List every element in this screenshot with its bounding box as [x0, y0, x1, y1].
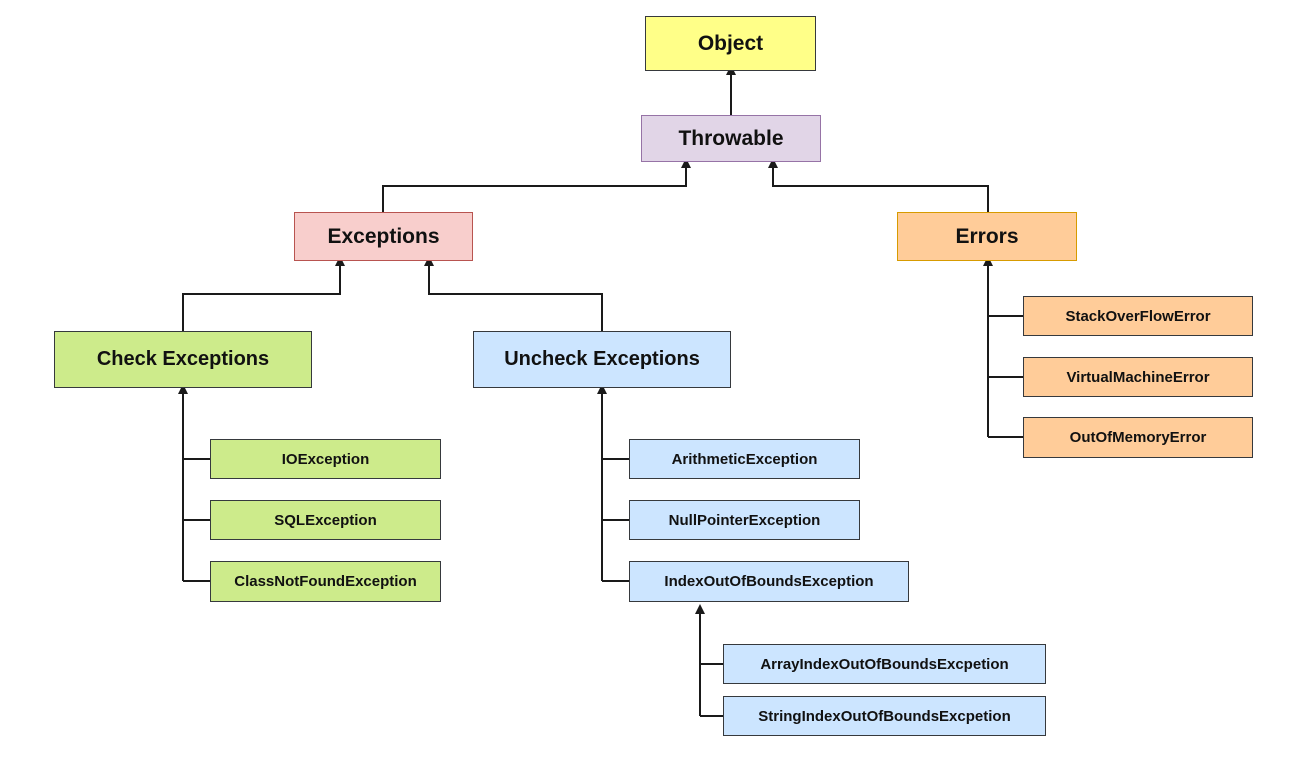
check-exceptions-node: Check Exceptions: [54, 331, 312, 388]
io-exception-node: IOException: [210, 439, 441, 479]
arithmetic-exception-node: ArithmeticException: [629, 439, 860, 479]
edge-uncheck-exceptions: [424, 256, 603, 331]
exceptions-node: Exceptions: [294, 212, 473, 261]
edge-exceptions-throwable: [382, 158, 691, 212]
out-of-memory-error-node: OutOfMemoryError: [1023, 417, 1253, 458]
throwable-node: Throwable: [641, 115, 821, 162]
sql-exception-node: SQLException: [210, 500, 441, 540]
class-not-found-exception-node: ClassNotFoundException: [210, 561, 441, 602]
array-index-out-of-bounds-node: ArrayIndexOutOfBoundsExcpetion: [723, 644, 1046, 684]
string-index-out-of-bounds-node: StringIndexOutOfBoundsExcpetion: [723, 696, 1046, 736]
edge-errors-throwable: [768, 158, 989, 212]
null-pointer-exception-node: NullPointerException: [629, 500, 860, 540]
object-node: Object: [645, 16, 816, 71]
index-out-of-bounds-exception-node: IndexOutOfBoundsException: [629, 561, 909, 602]
stack-overflow-error-node: StackOverFlowError: [1023, 296, 1253, 336]
edge-check-exceptions: [182, 256, 345, 331]
virtual-machine-error-node: VirtualMachineError: [1023, 357, 1253, 397]
uncheck-exceptions-node: Uncheck Exceptions: [473, 331, 731, 388]
errors-node: Errors: [897, 212, 1077, 261]
